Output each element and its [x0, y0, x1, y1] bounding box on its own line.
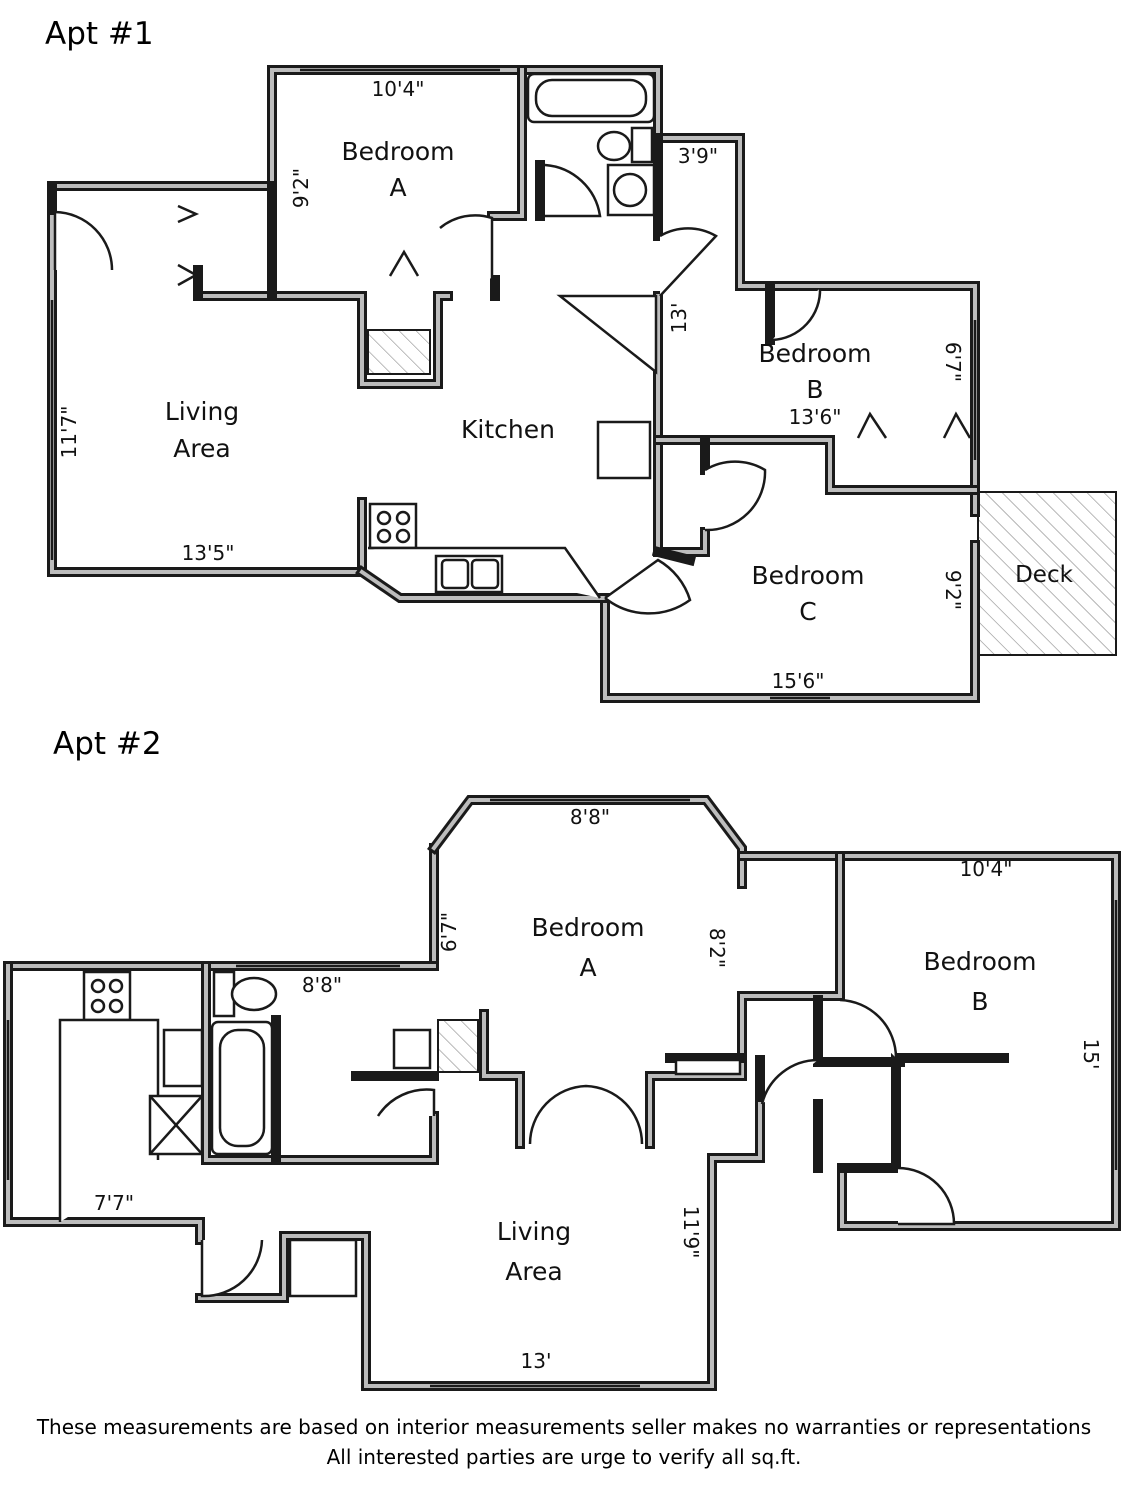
- apt2-dim-living-width: 13': [521, 1349, 552, 1373]
- apt1-kitchen-label: Kitchen: [461, 415, 555, 444]
- apt1-deck-label: Deck: [1015, 562, 1074, 588]
- apt2-title: Apt #2: [53, 726, 162, 762]
- apt2-plan: Bedroom A Bedroom B Living Area 8'8" 6'7…: [3, 795, 1121, 1391]
- disclaimer-line-2: All interested parties are urge to verif…: [326, 1445, 802, 1469]
- apt2-bedroom-a-label-1: Bedroom: [531, 913, 644, 942]
- apt2-bedroom-b-label-1: Bedroom: [923, 947, 1036, 976]
- apt1-dim-bedroom-a-depth: 9'2": [289, 168, 313, 208]
- apt2-bedroom-b-label-2: B: [971, 987, 988, 1016]
- apt2-dim-bedroom-b-width: 10'4": [960, 857, 1013, 881]
- apt1-deck: [977, 491, 1117, 656]
- apt2-toilet: [230, 976, 278, 1012]
- apt1-doors: [53, 163, 972, 615]
- apt2-living-label-2: Area: [505, 1257, 563, 1286]
- apt2-dim-bedroom-b-depth: 15': [1079, 1039, 1103, 1070]
- apt2-bath-sink: [392, 1028, 432, 1070]
- apt2-stove: [82, 970, 132, 1022]
- apt1-toilet: [596, 130, 632, 162]
- apt1-bedroom-c-label-1: Bedroom: [751, 561, 864, 590]
- apt2-bedroom-a-label-2: A: [579, 953, 596, 982]
- disclaimer-line-1: These measurements are based on interior…: [36, 1415, 1092, 1439]
- apt2-fixtures: [58, 970, 742, 1298]
- apt2-closet: [288, 1238, 358, 1298]
- apt2-living-label-1: Living: [497, 1217, 571, 1246]
- apt1-fixtures: [367, 72, 658, 599]
- apt1-dim-hall-length: 13': [667, 303, 691, 334]
- apt1-living-label-2: Area: [173, 434, 231, 463]
- apt2-closet-hatch: [437, 1019, 479, 1073]
- apt2-kitchen-sink: [162, 1028, 204, 1088]
- apt1-dim-living-depth: 11'7": [57, 406, 81, 459]
- apt1-dim-bedroom-c-depth: 9'2": [941, 570, 965, 610]
- apt1-bedroom-b-label-2: B: [806, 375, 823, 404]
- apt2-dim-bedroom-a-bay: 8'8": [570, 805, 610, 829]
- apt2-windows: [6, 798, 1118, 1388]
- apt1-bedroom-a-label-2: A: [389, 173, 406, 202]
- apt1-dim-bedroom-b-depth: 6'7": [941, 342, 965, 382]
- apt2-dim-bedroom-a-depth: 8'2": [705, 928, 729, 968]
- apt1-dim-bedroom-b-width: 13'6": [789, 405, 842, 429]
- apt1-dim-living-width: 13'5": [182, 541, 235, 565]
- apt1-closet-hatch: [367, 329, 431, 375]
- apt1-cabinet: [596, 420, 652, 480]
- apt1-stove: [368, 502, 418, 550]
- apt1-bedroom-b-label-1: Bedroom: [758, 339, 871, 368]
- apt1-plan: Bedroom A Bedroom B Bedroom C Living Are…: [47, 65, 1117, 703]
- apt1-counter: [556, 294, 658, 375]
- apt1-walls: [47, 65, 980, 703]
- apt2-dim-bath-width: 8'8": [302, 973, 342, 997]
- apt1-title: Apt #1: [45, 16, 154, 52]
- apt1-living-label-1: Living: [165, 397, 239, 426]
- apt2-doors: [200, 998, 956, 1298]
- apt1-bedroom-a-label-1: Bedroom: [341, 137, 454, 166]
- apt2-walls: [3, 795, 1121, 1391]
- disclaimer: These measurements are based on interior…: [0, 1412, 1128, 1472]
- apt1-dim-hall-width: 3'9": [678, 144, 718, 168]
- apt2-dim-living-depth: 11'9": [679, 1206, 703, 1259]
- apt2-dim-kitchen-width: 7'7": [94, 1191, 134, 1215]
- apt1-dim-bedroom-c-width: 15'6": [772, 669, 825, 693]
- apt1-bedroom-c-label-2: C: [799, 597, 816, 626]
- apt1-dim-bedroom-a-width: 10'4": [372, 77, 425, 101]
- apt2-dim-bedroom-a-side: 6'7": [437, 912, 461, 952]
- apt1-windows: [50, 68, 977, 700]
